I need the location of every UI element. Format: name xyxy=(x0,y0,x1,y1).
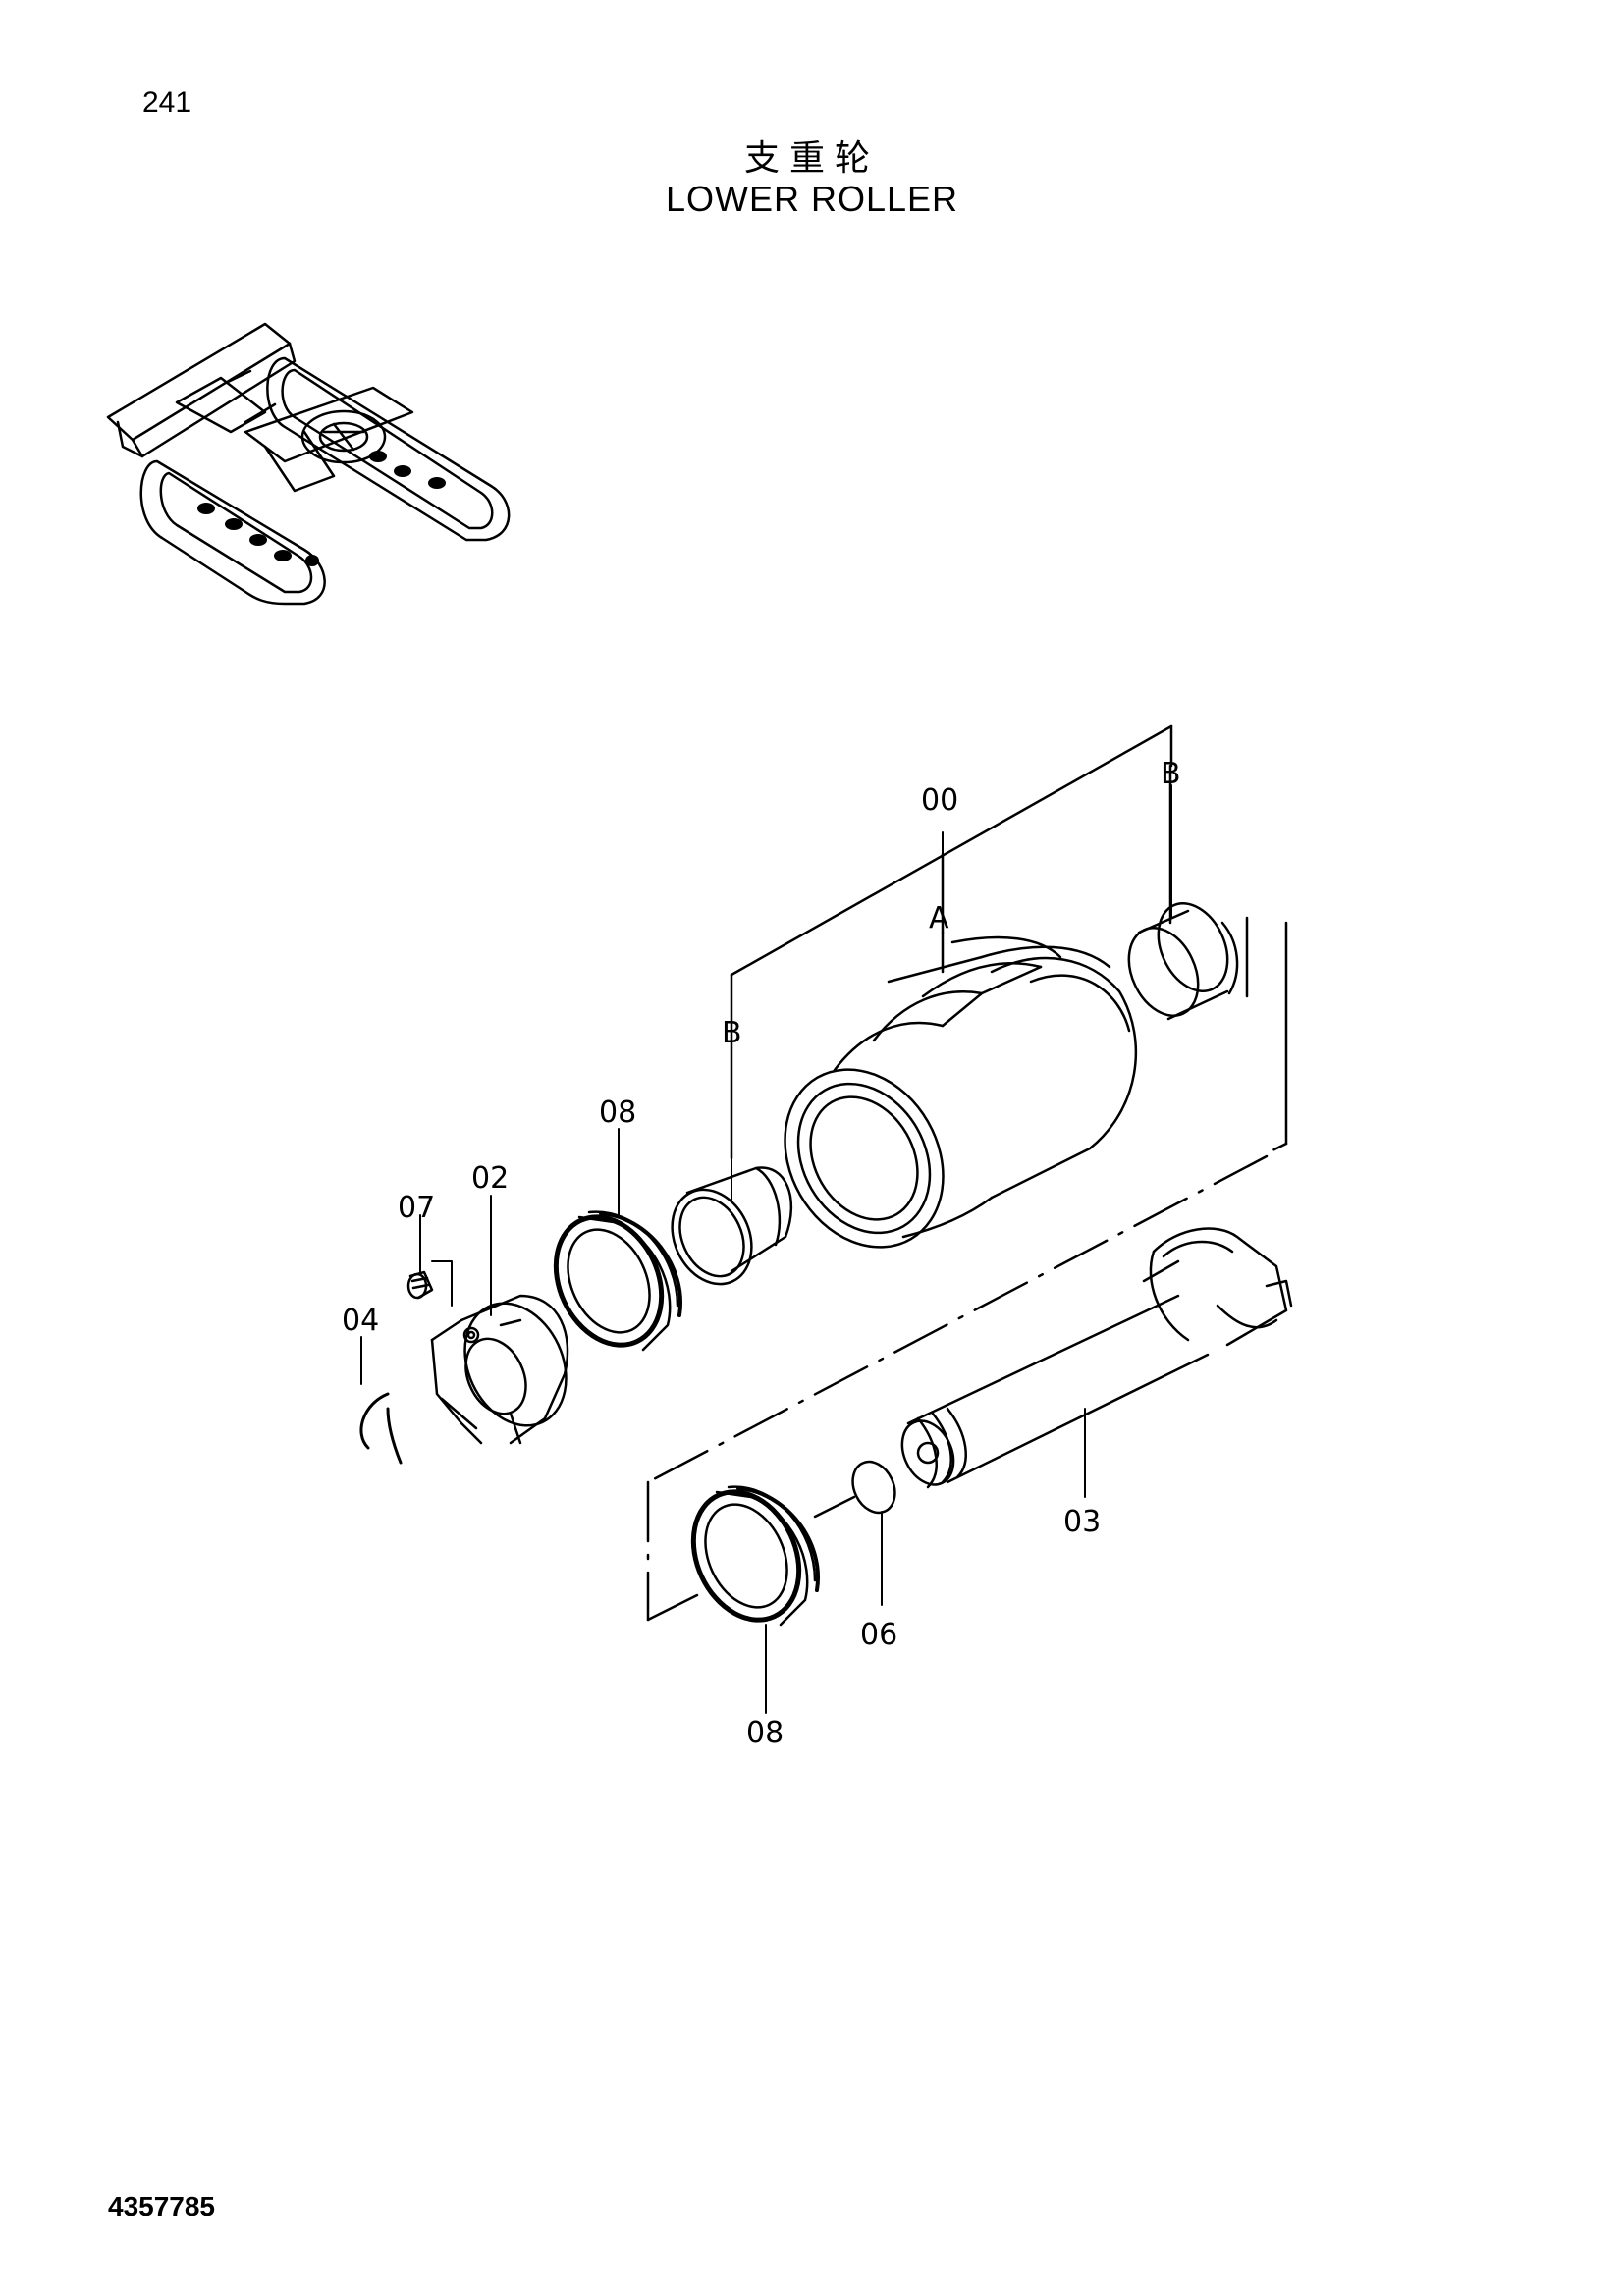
collar-part-02 xyxy=(430,1294,569,1445)
undercarriage-overview-image xyxy=(106,322,511,606)
label-b-left: B xyxy=(722,1016,742,1050)
label-a: A xyxy=(929,901,949,935)
right-bushing-part-b xyxy=(1127,902,1239,1021)
plug-part-07 xyxy=(406,1270,434,1300)
label-02: 02 xyxy=(471,1161,509,1196)
upper-seal-part-08 xyxy=(553,1210,683,1352)
title-english: LOWER ROLLER xyxy=(665,179,959,219)
shaft-part-03 xyxy=(900,1227,1293,1489)
roller-body-part-a xyxy=(784,931,1138,1249)
page-number: 241 xyxy=(142,86,192,119)
label-08-top: 08 xyxy=(599,1095,636,1130)
label-b-right: B xyxy=(1161,757,1181,791)
leader-lines xyxy=(360,784,1172,1714)
label-04: 04 xyxy=(342,1304,379,1338)
label-06: 06 xyxy=(860,1618,897,1652)
o-ring-part-06 xyxy=(813,1460,896,1519)
label-03: 03 xyxy=(1063,1505,1101,1539)
label-07: 07 xyxy=(398,1191,435,1225)
label-08-bottom: 08 xyxy=(746,1716,784,1750)
part-labels: 00 A B B 08 02 07 04 03 06 08 xyxy=(342,757,1181,1750)
assembly-bracket-lines xyxy=(646,724,1288,1622)
label-00: 00 xyxy=(921,783,958,818)
left-bushing-part-b xyxy=(671,1166,793,1286)
lower-seal-part-08 xyxy=(690,1485,821,1627)
snap-ring-part-04 xyxy=(359,1392,403,1465)
drawing-number: 4357785 xyxy=(108,2191,216,2221)
title-chinese: 支重轮 xyxy=(743,138,880,179)
